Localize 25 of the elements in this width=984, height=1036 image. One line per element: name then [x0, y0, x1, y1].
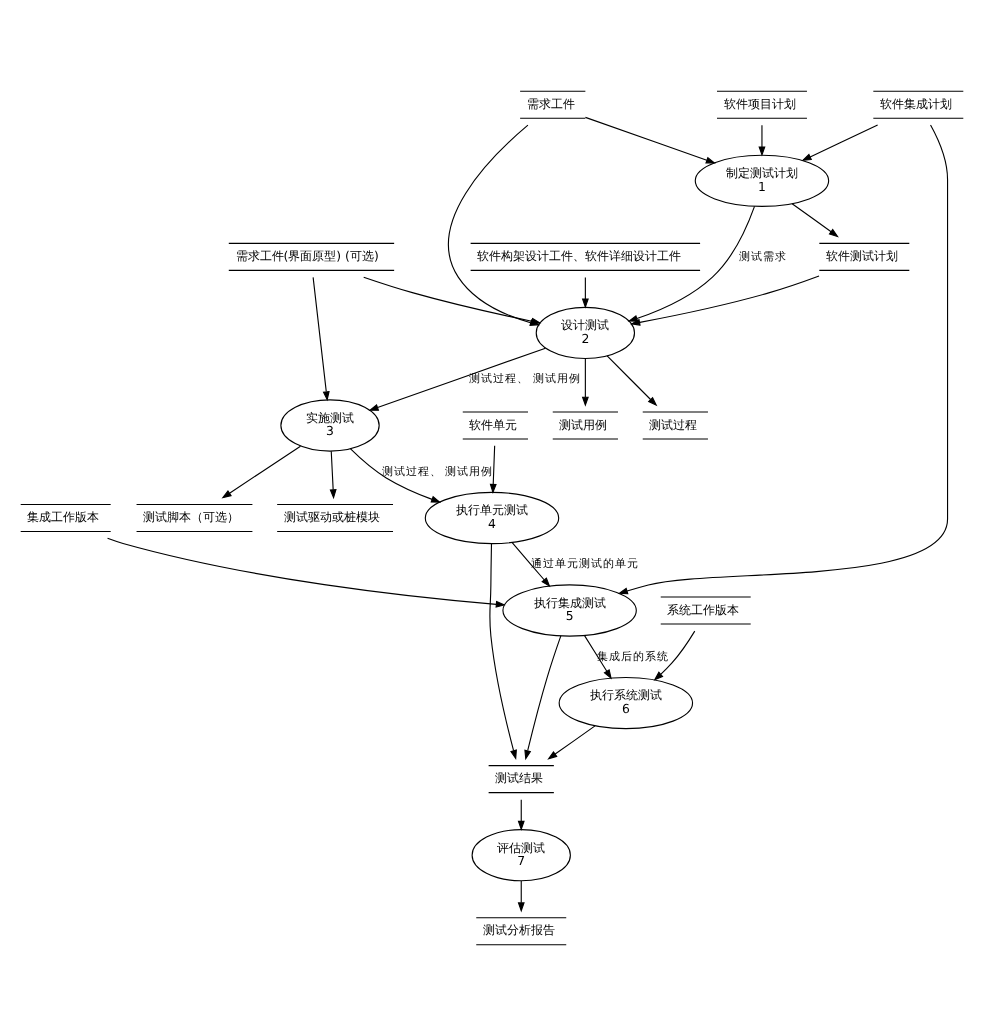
arrow	[758, 124, 766, 157]
arrow	[547, 725, 596, 760]
arrow	[524, 635, 562, 761]
arrow	[517, 880, 525, 913]
arrow	[489, 543, 517, 761]
arrow	[584, 116, 716, 164]
arrow	[349, 448, 442, 503]
arrow	[581, 358, 589, 407]
arrow	[653, 630, 696, 681]
arrow	[489, 445, 497, 494]
arrow	[221, 445, 302, 499]
arrow	[511, 541, 551, 588]
arrow	[801, 124, 879, 162]
arrow	[517, 799, 525, 831]
arrow	[606, 355, 658, 407]
arrow	[368, 347, 546, 411]
arrow	[630, 275, 820, 326]
arrow	[617, 124, 949, 595]
arrow	[312, 276, 330, 402]
arrow	[627, 205, 756, 322]
arrow	[107, 537, 506, 608]
arrow	[329, 450, 337, 500]
arrow	[791, 203, 839, 238]
arrow	[583, 634, 612, 680]
arrow	[581, 276, 589, 309]
